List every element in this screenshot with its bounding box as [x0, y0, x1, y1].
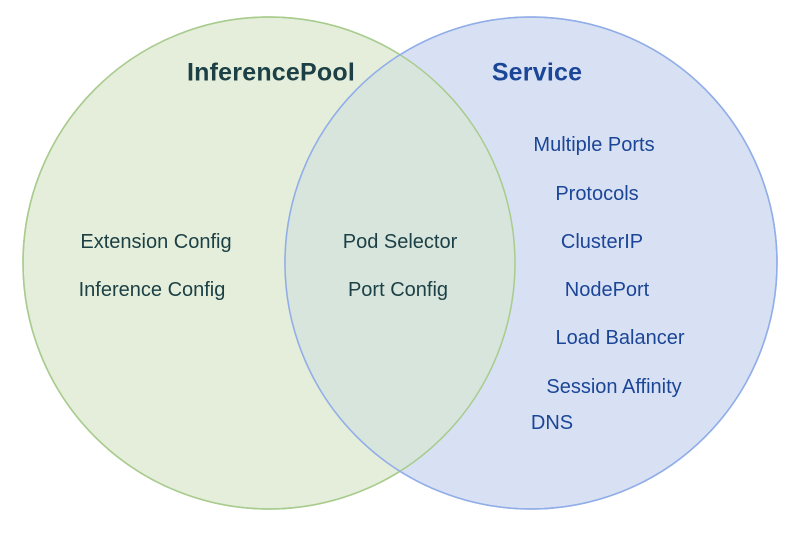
- item-extension-config: Extension Config: [80, 231, 232, 253]
- item-port-config: Port Config: [347, 279, 449, 301]
- overlap-shape: [285, 17, 515, 509]
- item-pod-selector: Pod Selector: [342, 231, 458, 253]
- service-title: Service: [491, 58, 583, 87]
- item-clusterip: ClusterIP: [560, 231, 644, 253]
- item-load-balancer: Load Balancer: [555, 327, 685, 349]
- item-multiple-ports: Multiple Ports: [533, 134, 655, 156]
- item-nodeport: NodePort: [564, 279, 650, 301]
- item-dns: DNS: [530, 412, 574, 434]
- item-protocols: Protocols: [555, 183, 639, 205]
- item-inference-config: Inference Config: [78, 279, 226, 301]
- right-circle-outline: [284, 16, 778, 510]
- left-circle-outline: [22, 16, 516, 510]
- inferencepool-title: InferencePool: [187, 58, 355, 87]
- item-session-affinity: Session Affinity: [546, 376, 682, 398]
